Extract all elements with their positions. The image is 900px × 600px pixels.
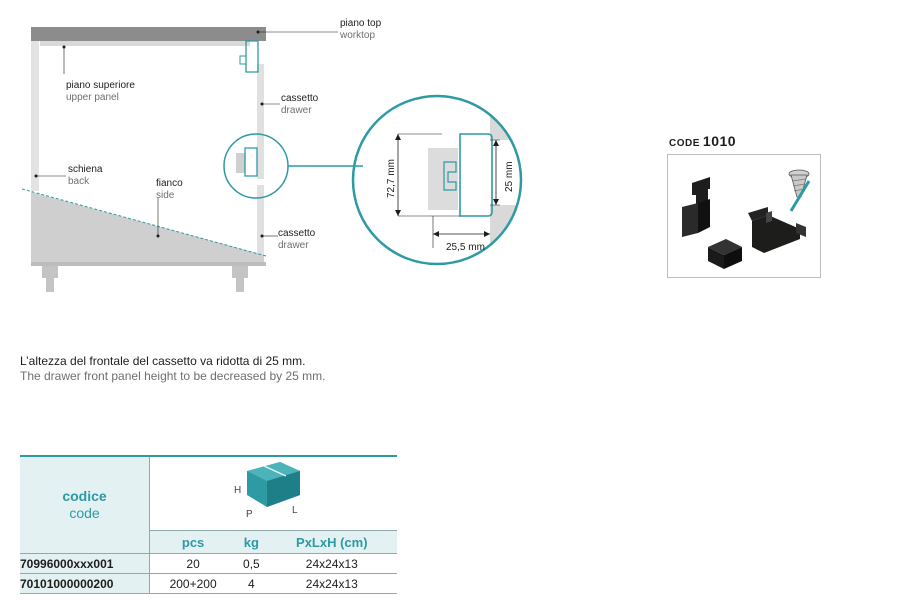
box-label-p: P: [246, 509, 253, 520]
label-upper-panel: piano superiore upper panel: [66, 80, 135, 103]
back-panel-shape: [31, 41, 39, 191]
box-label-h: H: [234, 485, 241, 496]
detail-circle-large: [351, 94, 523, 266]
label-drawer-bottom: cassetto drawer: [278, 228, 316, 251]
side-panel-shape: [31, 192, 264, 262]
detail-circle-small: [223, 133, 289, 199]
bracket-right-icon: [748, 207, 806, 253]
col-header-kg: kg: [236, 530, 267, 554]
table-row: 70996000xxx001 20 0,5 24x24x13: [20, 553, 397, 574]
connector-parts-illustration: [682, 169, 811, 269]
row-code: 70996000xxx001: [20, 553, 150, 574]
note-english: The drawer front panel height to be decr…: [20, 369, 326, 383]
table-row: 70101000000200 200+200 4 24x24x13: [20, 573, 397, 594]
label-worktop: piano top worktop: [340, 18, 382, 41]
row-kg: 4: [236, 573, 267, 594]
drawer-panel-lower: [257, 185, 264, 255]
col-header-size: PxLxH (cm): [266, 530, 397, 554]
foot-left: [42, 266, 58, 278]
row-size: 24x24x13: [266, 573, 397, 594]
screw-icon: [788, 169, 811, 212]
packaging-table: codice code H P L pcs kg PxLxH (cm) 7099…: [20, 455, 397, 594]
box-dimensions-icon: H P L: [234, 462, 300, 520]
drawer-panel-upper: [257, 64, 264, 179]
dim-gap: 25 mm: [504, 161, 515, 192]
dim-depth: 25,5 mm: [446, 242, 485, 253]
foot-right: [232, 266, 248, 278]
row-pcs: 200+200: [149, 573, 237, 594]
product-image-box: [667, 154, 821, 278]
code-prefix: CODE: [669, 138, 700, 149]
note-italian: L’altezza del frontale del cassetto va r…: [20, 354, 306, 368]
drawer-note: L’altezza del frontale del cassetto va r…: [20, 354, 326, 384]
code-number: 1010: [702, 133, 737, 149]
base-rail: [31, 262, 266, 266]
connector-middle: [244, 147, 258, 177]
box-icon-cell: H P L: [149, 455, 397, 531]
label-drawer-top: cassetto drawer: [281, 93, 319, 116]
code-header: codice code: [20, 455, 150, 554]
box-label-l: L: [292, 505, 298, 516]
technical-drawing: 72,7 mm 25 mm 25,5 mm: [21, 27, 523, 292]
row-size: 24x24x13: [266, 553, 397, 574]
worktop-slab: [31, 27, 266, 41]
row-code: 70101000000200: [20, 573, 150, 594]
bracket-left-icon: [682, 177, 710, 237]
row-pcs: 20: [149, 553, 237, 574]
row-kg: 0,5: [236, 553, 267, 574]
label-side: fianco side: [156, 178, 183, 201]
dim-height: 72,7 mm: [386, 159, 397, 198]
col-header-pcs: pcs: [149, 530, 237, 554]
upper-panel-shape: [40, 41, 250, 46]
label-back: schiena back: [68, 164, 103, 187]
block-icon: [708, 239, 742, 269]
